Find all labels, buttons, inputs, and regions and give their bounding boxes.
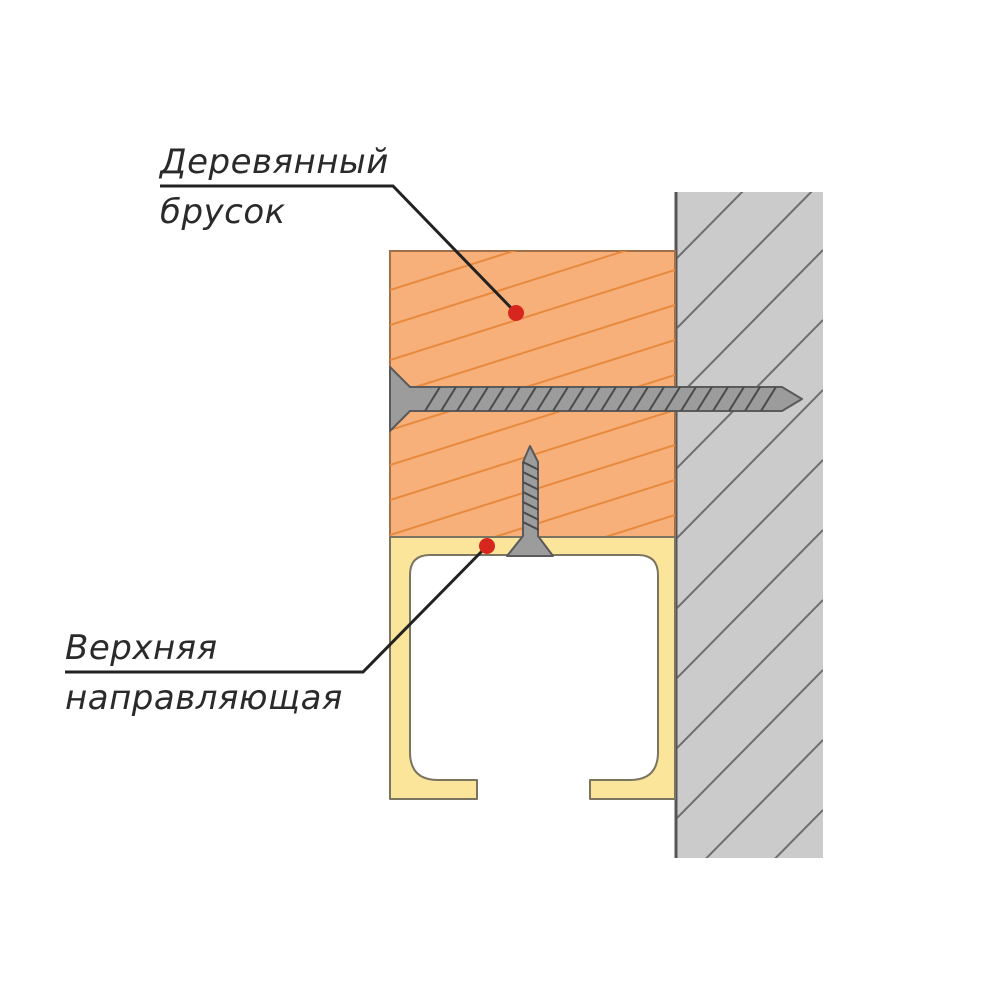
top-rail	[389, 536, 676, 800]
wood-block-leader-line	[160, 184, 518, 315]
wooden-block	[389, 250, 676, 538]
wood-block-label-line2: брусок	[160, 192, 286, 232]
top-rail-label-line2: направляющая	[65, 678, 343, 718]
wall	[674, 192, 823, 858]
top-rail-leader-line	[65, 544, 489, 674]
wood-block-label-line1: Деревянный	[160, 142, 389, 182]
vertical-screw	[506, 445, 554, 557]
horizontal-screw	[389, 366, 803, 432]
top-rail-label-line1: Верхняя	[65, 628, 218, 668]
wood-block-marker-dot	[508, 305, 524, 321]
top-rail-marker-dot	[479, 538, 495, 554]
